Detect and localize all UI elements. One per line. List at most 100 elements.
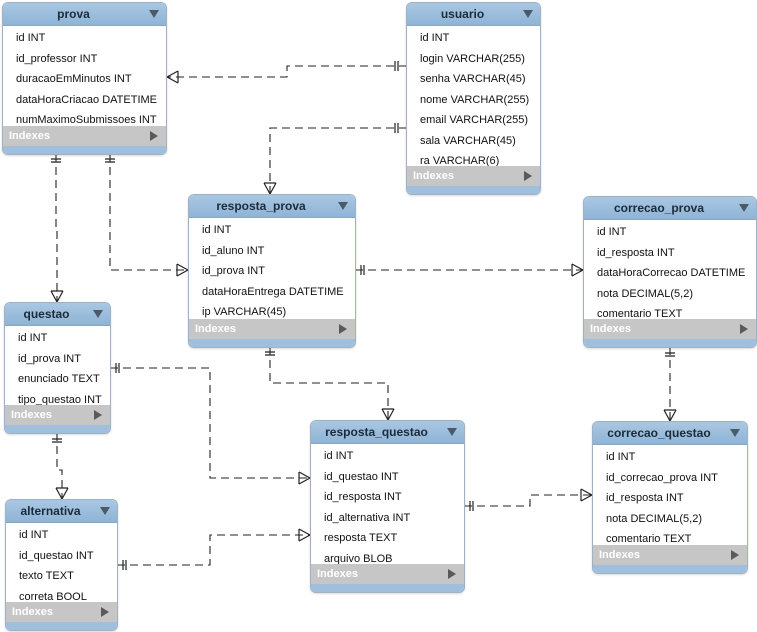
chevron-right-icon[interactable] [731,550,739,560]
column: texto TEXT [19,570,74,582]
table-name: correcao_prova [613,201,705,215]
indexes-label: Indexes [12,606,53,618]
table-header[interactable]: correcao_questao [593,422,747,445]
column: tipo_questao INT [18,393,102,406]
column: resposta TEXT [324,532,398,544]
indexes-label: Indexes [590,323,631,335]
one-mark [360,265,365,275]
column: dataHoraCorrecao DATETIME [597,267,746,279]
column: id INT [19,529,49,541]
column: id INT [16,32,46,44]
column: dataHoraEntrega DATETIME [202,285,344,298]
one-mark [394,61,399,71]
rel-prova-resposta-prova [109,154,188,271]
table-correcao-prova[interactable]: correcao_prova id INT id_resposta INT da… [583,196,757,348]
column: nota DECIMAL(5,2) [597,287,693,300]
table-alternativa[interactable]: alternativa id INT id_questao INT texto … [5,499,118,631]
indexes-bar[interactable]: Indexes [6,602,117,622]
table-header[interactable]: questao [5,303,110,326]
chevron-right-icon[interactable] [101,607,109,617]
rel-prova-questao [55,154,58,302]
one-mark [52,438,62,443]
chevron-down-icon[interactable] [447,428,457,436]
table-resposta-questao[interactable]: resposta_questao id INT id_questao INT i… [310,420,465,593]
table-name: resposta_prova [216,199,306,213]
table-header[interactable]: resposta_questao [311,421,464,444]
column: sala VARCHAR(45) [420,134,516,147]
column: id INT [18,332,48,344]
column: senha VARCHAR(45) [420,73,526,85]
chevron-right-icon[interactable] [448,569,456,579]
chevron-right-icon[interactable] [524,171,532,181]
chevron-down-icon[interactable] [739,204,749,212]
indexes-bar[interactable]: Indexes [311,564,464,584]
table-resposta-prova[interactable]: resposta_prova id INT id_aluno INT id_pr… [188,194,356,348]
indexes-label: Indexes [413,170,454,182]
column: id_alternativa INT [324,511,411,524]
table-correcao-questao[interactable]: correcao_questao id INT id_correcao_prov… [592,421,748,574]
column: id_resposta INT [324,491,402,503]
table-name: correcao_questao [607,426,711,440]
chevron-right-icon[interactable] [740,324,748,334]
chevron-right-icon[interactable] [150,131,158,141]
table-name: resposta_questao [325,425,428,439]
table-header[interactable]: alternativa [6,500,117,523]
chevron-down-icon[interactable] [93,310,103,318]
many-crowsfoot [263,182,277,195]
indexes-bar[interactable]: Indexes [189,319,355,339]
chevron-down-icon[interactable] [730,429,740,437]
table-name: questao [23,307,70,321]
column: id_professor INT [16,52,98,65]
indexes-label: Indexes [11,409,52,421]
many-crowsfoot [381,408,395,421]
rel-questao-resposta-questao [110,367,310,479]
many-crowsfoot [580,488,593,502]
indexes-bar[interactable]: Indexes [5,405,110,425]
column: id_correcao_prova INT [606,471,718,484]
table-name: usuario [440,7,485,21]
column: id_resposta INT [606,492,684,504]
rel-usuario-prova [167,65,407,78]
column: ip VARCHAR(45) [202,306,287,318]
table-name: prova [57,7,90,21]
column-list: id INT id_prova INT enunciado TEXT tipo_… [5,328,110,410]
indexes-bar[interactable]: Indexes [3,126,166,146]
column: id INT [324,450,354,462]
table-footer [5,425,110,433]
column: id INT [606,451,636,463]
table-questao[interactable]: questao id INT id_prova INT enunciado TE… [4,302,111,434]
table-usuario[interactable]: usuario id INT login VARCHAR(255) senha … [406,2,541,195]
indexes-bar[interactable]: Indexes [584,319,756,339]
chevron-right-icon[interactable] [339,324,347,334]
table-footer [584,339,756,347]
one-mark [51,158,61,163]
chevron-down-icon[interactable] [100,507,110,515]
column: ra VARCHAR(6) [420,155,500,167]
chevron-down-icon[interactable] [338,202,348,210]
many-crowsfoot [663,409,677,422]
indexes-bar[interactable]: Indexes [593,545,747,565]
column: id_resposta INT [597,246,675,259]
many-crowsfoot [298,528,311,542]
indexes-bar[interactable]: Indexes [407,166,540,186]
chevron-right-icon[interactable] [94,410,102,420]
column: email VARCHAR(255) [420,114,528,126]
table-header[interactable]: prova [3,3,166,26]
rel-usuario-resposta-prova [269,127,407,194]
table-prova[interactable]: prova id INT id_professor INT duracaoEmM… [2,2,167,155]
many-crowsfoot [571,263,584,277]
table-header[interactable]: resposta_prova [189,195,355,218]
column: nome VARCHAR(255) [420,93,530,106]
indexes-label: Indexes [9,130,50,142]
one-mark [115,363,120,373]
rel-alternativa-resposta-questao [117,534,310,566]
indexes-label: Indexes [195,323,236,335]
table-header[interactable]: correcao_prova [584,197,756,220]
column-list: id INT id_aluno INT id_prova INT dataHor… [189,220,355,323]
indexes-label: Indexes [599,549,640,561]
chevron-down-icon[interactable] [523,10,533,18]
one-mark [394,123,399,133]
chevron-down-icon[interactable] [149,10,159,18]
table-header[interactable]: usuario [407,3,540,26]
